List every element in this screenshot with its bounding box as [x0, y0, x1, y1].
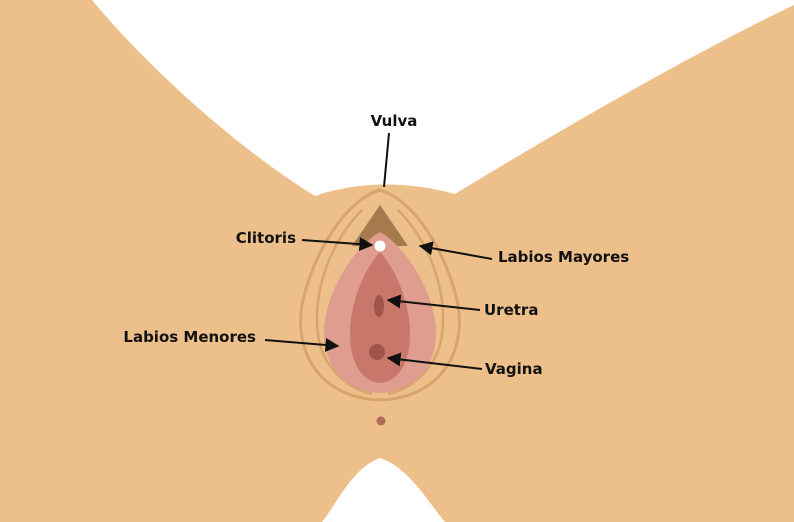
- labios-menores-pointer: [264, 337, 340, 352]
- uretra-pointer: [386, 294, 481, 311]
- labia-majora-fold-left: [315, 209, 373, 396]
- clitoris-pointer: [301, 237, 374, 252]
- clitoris-dot: [374, 240, 386, 252]
- label-vulva: Vulva: [371, 112, 418, 130]
- label-vagina: Vagina: [485, 360, 543, 378]
- urethra-opening: [374, 295, 384, 317]
- vagina-pointer: [386, 352, 483, 370]
- vulva-pointer: [383, 132, 390, 188]
- label-labios-menores: Labios Menores: [123, 328, 256, 346]
- labios-mayores-pointer: [418, 241, 493, 260]
- label-labios-mayores: Labios Mayores: [498, 248, 629, 266]
- label-uretra: Uretra: [484, 301, 538, 319]
- vestibule: [350, 252, 410, 383]
- clitoral-hood: [352, 205, 408, 246]
- label-clitoris: Clitoris: [236, 229, 296, 247]
- vaginal-opening: [369, 344, 385, 360]
- anus-dot: [376, 416, 386, 426]
- labia-majora-fold-right: [387, 209, 445, 396]
